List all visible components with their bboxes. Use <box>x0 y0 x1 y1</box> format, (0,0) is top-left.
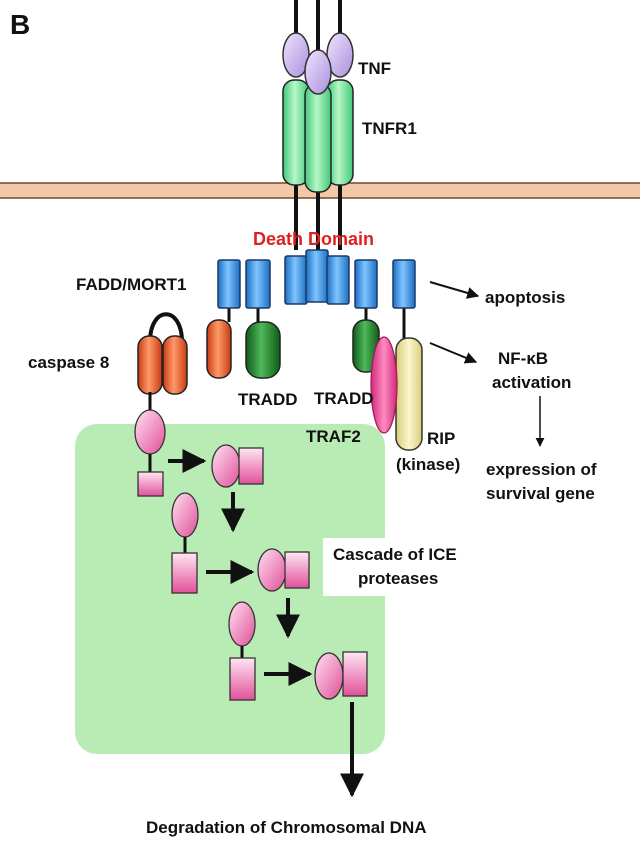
caspase-8 <box>137 312 188 410</box>
panel-label: B <box>10 9 30 40</box>
cascade-label-line2: proteases <box>358 569 438 588</box>
kinase-label: (kinase) <box>396 455 460 474</box>
tnf-ligand <box>282 32 354 95</box>
death-domain-boxes <box>217 249 416 309</box>
rip-label: RIP <box>427 429 455 448</box>
arrow-to-apoptosis <box>429 281 480 299</box>
cascade-label-line1: Cascade of ICE <box>333 545 457 564</box>
expression-label: expression of <box>486 460 597 479</box>
cascade-label-box <box>323 538 483 596</box>
protease-cascade <box>134 409 368 701</box>
tradd-left-label: TRADD <box>238 390 298 409</box>
apoptosis-label: apoptosis <box>485 288 565 307</box>
degradation-label: Degradation of Chromosomal DNA <box>146 818 427 837</box>
caspase-8-label: caspase 8 <box>28 353 109 372</box>
tradd-left-domain <box>245 321 281 379</box>
fadd-mort1-label: FADD/MORT1 <box>76 275 187 294</box>
nfkb-label: NF-κB <box>498 349 548 368</box>
traf2 <box>370 336 398 434</box>
tnf-label: TNF <box>358 59 391 78</box>
activation-label: activation <box>492 373 571 392</box>
fadd-death-effector-domain <box>206 319 232 379</box>
traf2-label: TRAF2 <box>306 427 361 446</box>
rip-kinase <box>395 337 423 451</box>
tnfr1-receptor <box>282 79 354 193</box>
arrow-to-nfkb <box>429 342 478 364</box>
survival-gene-label: survival gene <box>486 484 595 503</box>
death-domain-label: Death Domain <box>253 229 374 249</box>
tnfr1-label: TNFR1 <box>362 119 417 138</box>
tradd-right-label: TRADD <box>314 389 374 408</box>
cascade-arrows <box>168 449 364 798</box>
